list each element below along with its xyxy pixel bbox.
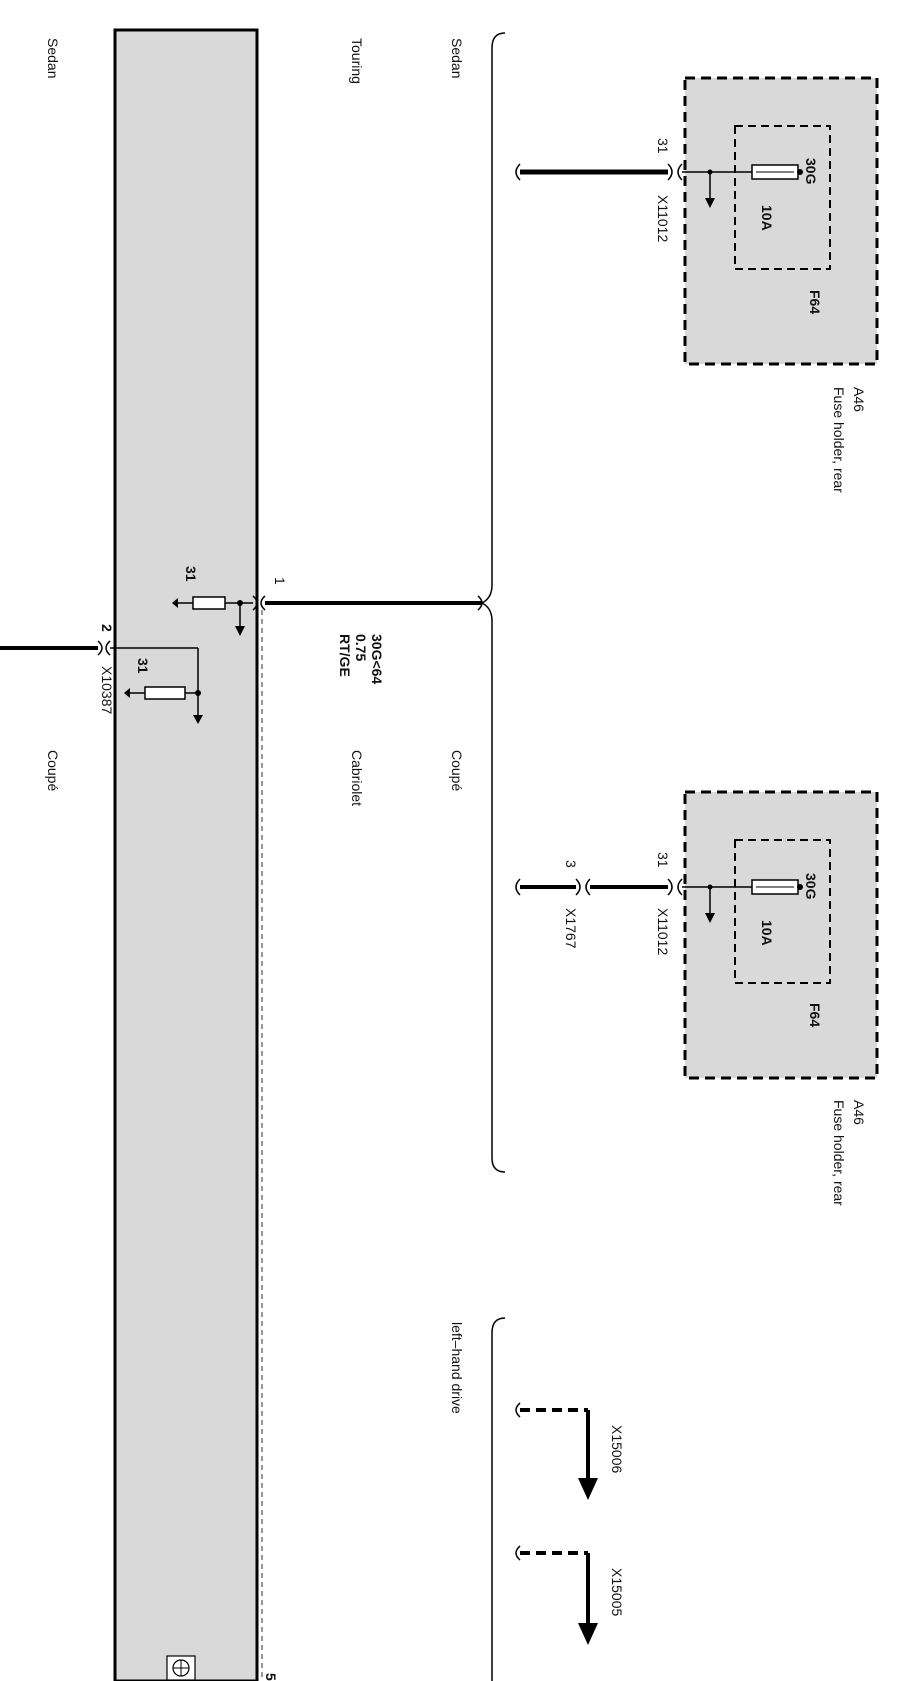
- ground-arrow-icon: [124, 688, 130, 698]
- ground-arrow-icon: [172, 598, 178, 608]
- wire-end-top: [515, 163, 521, 181]
- resistor-icon: [192, 596, 226, 610]
- fuse-holder-name-bottom: Fuse holder, rear: [831, 1100, 847, 1206]
- connector-x15005: X15005: [609, 1568, 625, 1616]
- connector-socket-icon: [667, 878, 683, 896]
- variant-cabriolet: Cabriolet: [349, 750, 365, 806]
- fuse-holder-id-top: A46: [851, 387, 867, 412]
- variant-sedan-right: Sedan: [449, 38, 465, 78]
- wire-color-code: RT/GE: [337, 634, 353, 677]
- ground-arrow-icon: [193, 715, 203, 724]
- continuation-x15006: [515, 1402, 598, 1500]
- connector-x1767: X1767: [563, 908, 579, 949]
- fuse-icon: [710, 879, 803, 895]
- wire-signal: 30G<64: [369, 634, 385, 684]
- fuse-rating-top: 10A: [759, 205, 775, 231]
- connector-x11012-top: X11012: [655, 195, 671, 242]
- fuse-icon: [710, 164, 803, 180]
- wire-end-brace: [477, 595, 483, 611]
- variant-coupe-right: Coupé: [449, 750, 465, 791]
- pin-31-top: 31: [655, 138, 671, 154]
- pin-3: 3: [563, 860, 579, 868]
- bmw-logo-icon: [166, 1655, 196, 1681]
- wire-end-bottom: [515, 878, 521, 896]
- connector-x10387: X10387: [99, 666, 115, 714]
- continuation-x15005: [515, 1545, 598, 1645]
- ground-31-b: 31: [135, 658, 151, 674]
- fuse-pin-30g-bottom: 30G: [803, 873, 819, 900]
- pin-1: 1: [272, 577, 288, 585]
- ground-arrow-icon: [705, 169, 715, 208]
- fuse-holder-bottom-box: [683, 790, 879, 1080]
- connector-x15006: X15006: [609, 1425, 625, 1473]
- pin-2: 2: [99, 624, 115, 632]
- resistor-icon: [144, 686, 186, 700]
- connector-socket-icon: [252, 595, 266, 611]
- connector-socket-icon: [575, 878, 591, 896]
- connector-socket-icon: [97, 640, 111, 656]
- fuse-holder-name-top: Fuse holder, rear: [831, 387, 847, 493]
- fuse-pin-30g-top: 30G: [803, 158, 819, 185]
- module-edge-label: 5: [263, 1673, 279, 1681]
- fuse-id-top: F64: [807, 290, 823, 314]
- ground-31-a: 31: [183, 566, 199, 582]
- fuse-holder-top-box: [683, 76, 879, 366]
- ground-arrow-icon: [235, 626, 245, 636]
- brace-bottom: [491, 1317, 506, 1681]
- connector-x11012-bottom: X11012: [655, 908, 671, 955]
- wire-cross-section: 0.75: [353, 634, 369, 661]
- fuse-rating-bottom: 10A: [759, 920, 775, 946]
- variant-sedan-left: Sedan: [45, 38, 61, 78]
- fuse-holder-id-bottom: A46: [851, 1100, 867, 1125]
- connector-socket-icon: [667, 163, 683, 181]
- control-module: [113, 28, 259, 1681]
- brace-top: [480, 32, 506, 1173]
- variant-coupe-left: Coupé: [45, 750, 61, 791]
- fuse-id-bottom: F64: [807, 1003, 823, 1027]
- variant-touring: Touring: [349, 38, 365, 84]
- fuse-top-inner-box: [734, 125, 831, 270]
- pin-31-bottom: 31: [655, 852, 671, 868]
- variant-left-hand-drive: left–hand drive: [449, 1322, 465, 1414]
- fuse-bottom-inner-box: [734, 839, 831, 984]
